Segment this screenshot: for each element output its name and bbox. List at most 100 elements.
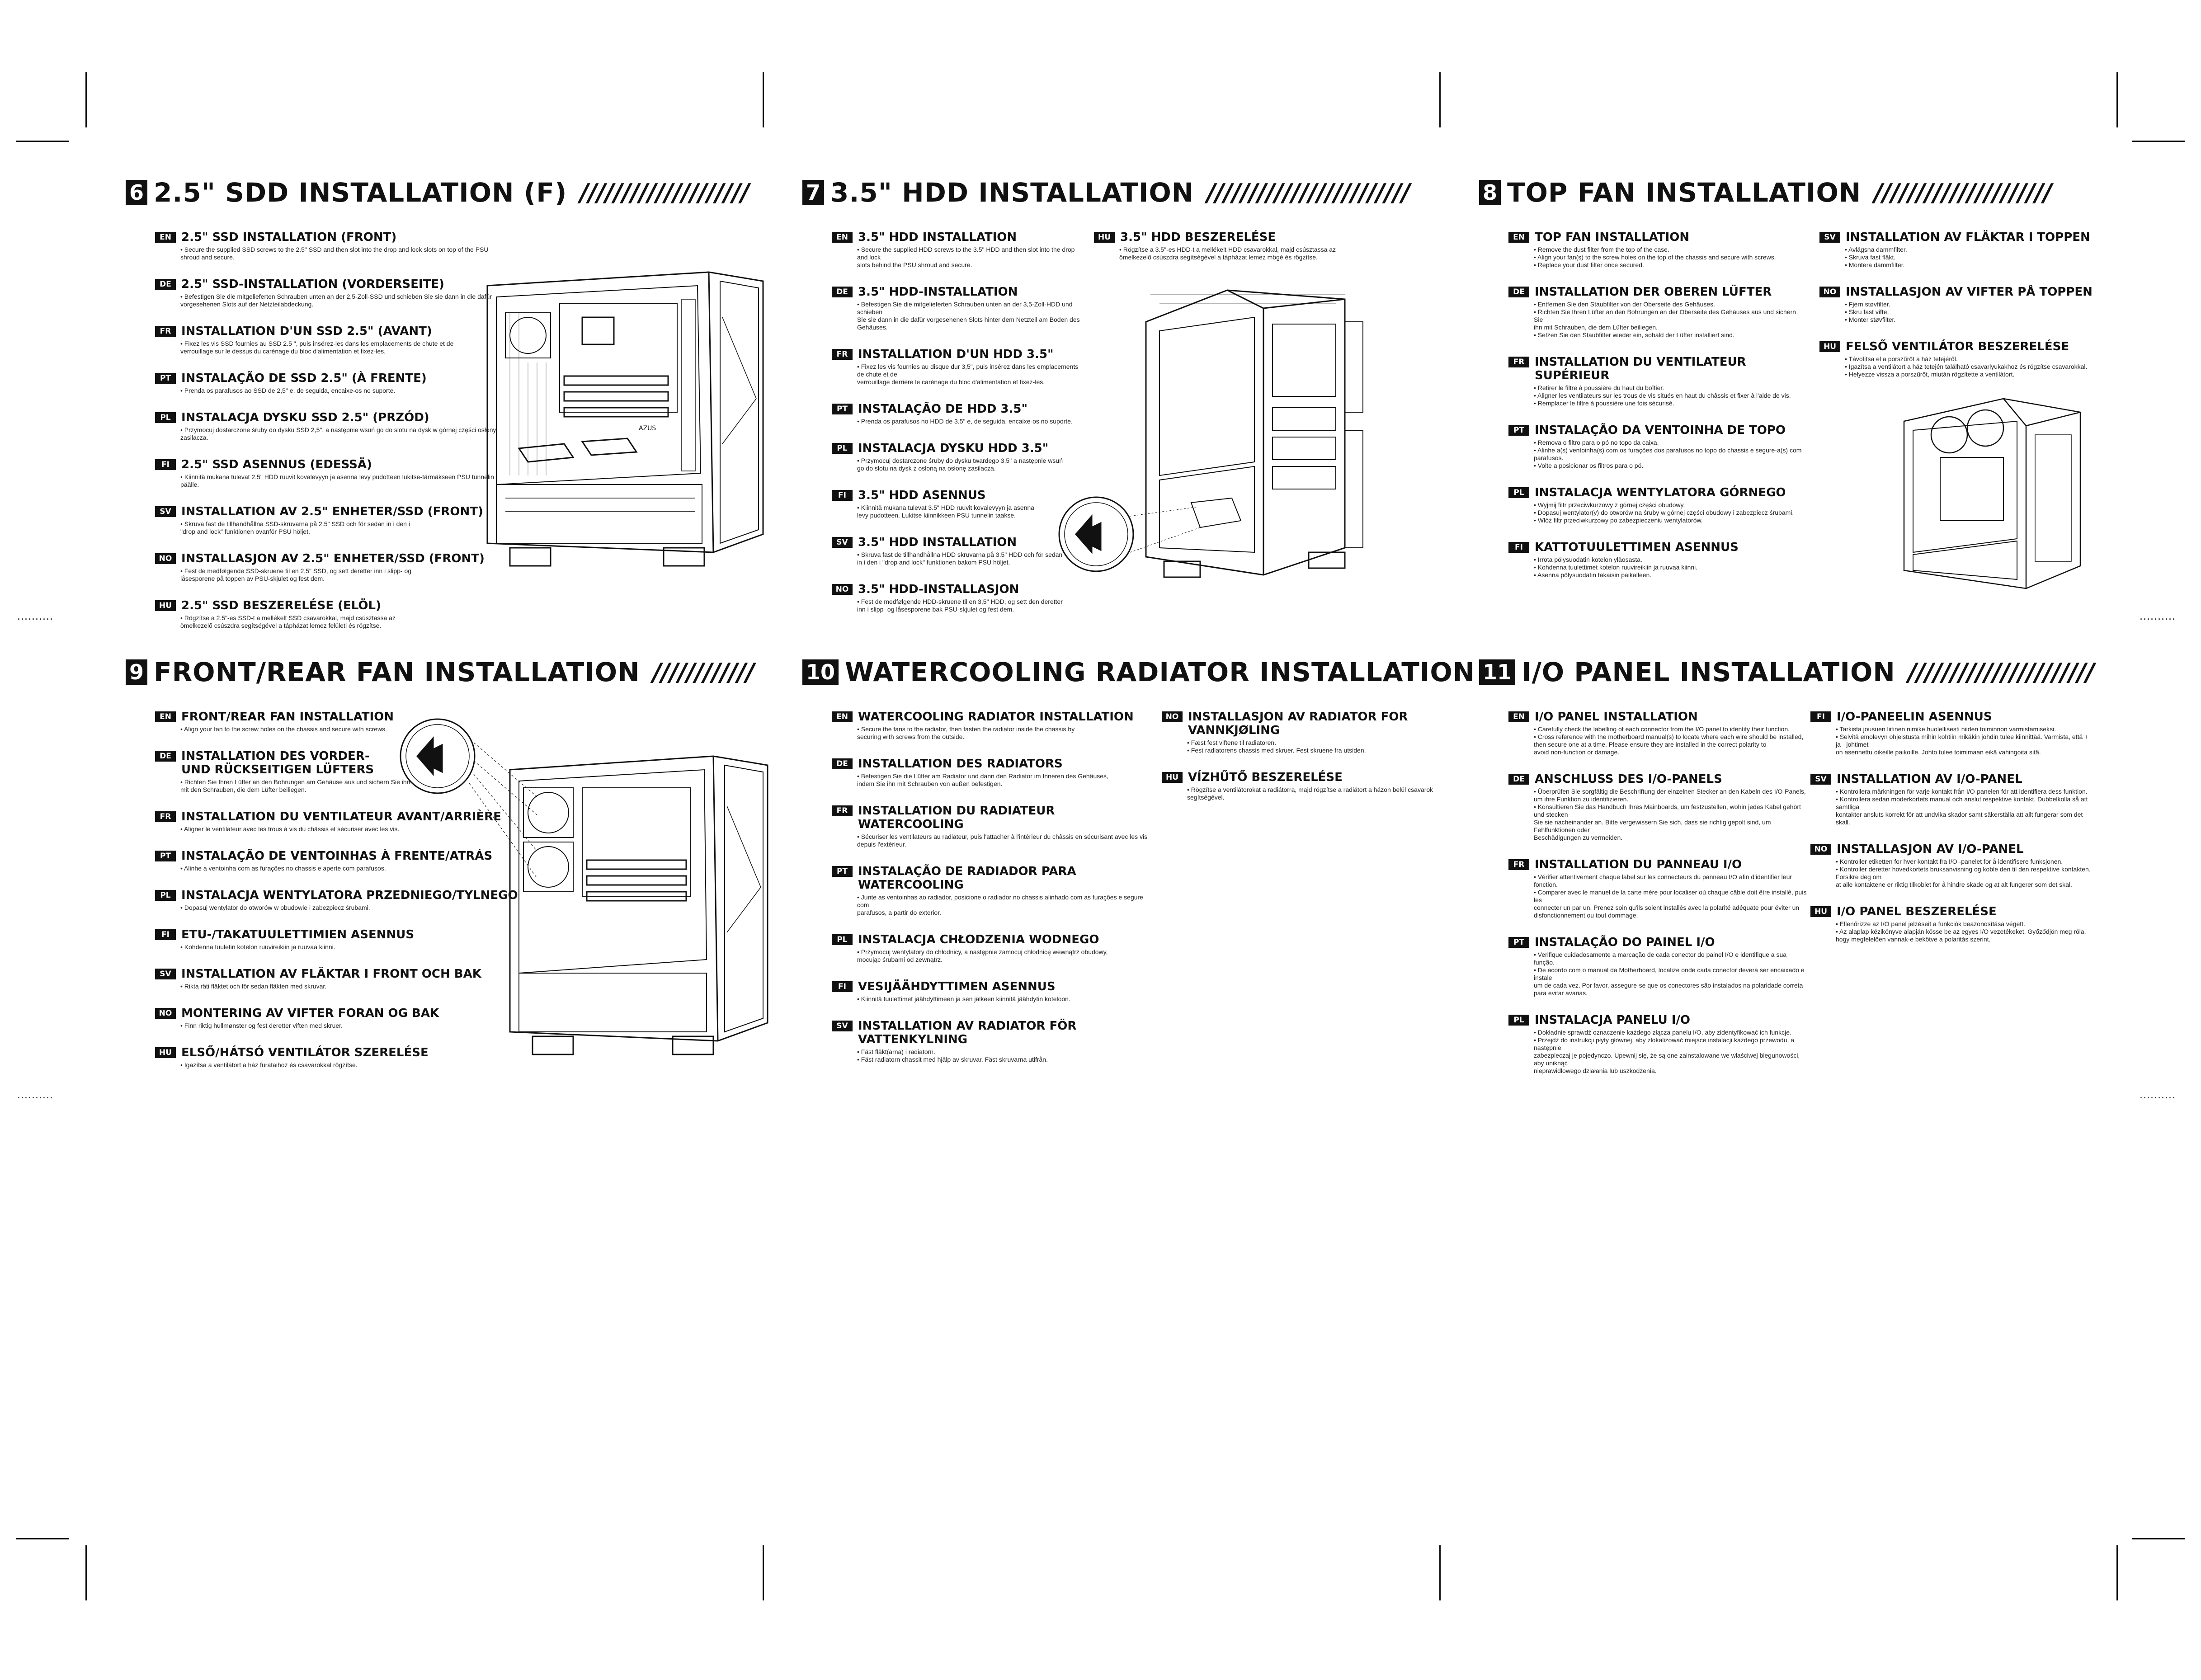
language-code-badge: PL (155, 890, 176, 901)
section-title: 10 WATERCOOLING RADIATOR INSTALLATION // (802, 657, 1505, 687)
language-code-badge: HU (1162, 772, 1183, 783)
language-code-badge: FR (832, 805, 853, 816)
instruction-line: • Junte as ventoinhas ao radiador, posic… (857, 894, 1143, 908)
language-block-fr: FR INSTALLATION DU RADIATEUR WATERCOOLING… (832, 804, 1148, 848)
language-code-badge: HU (155, 1047, 176, 1058)
language-title: INSTALLATION DER OBEREN LÜFTER (1535, 285, 1772, 299)
instruction-line: • Richten Sie Ihren Lüfter an den Bohrun… (180, 778, 410, 786)
crop-mark (85, 1545, 87, 1600)
instruction-text: • Vérifier attentivement chaque label su… (1534, 873, 1807, 919)
instruction-line: • Verifique cuidadosamente a marcação de… (1534, 951, 1787, 966)
instruction-line: • Irrota pölysuodatin kotelon yläosasta. (1534, 556, 1642, 563)
instruction-line: on asennettu oikeille paikoille. Johto t… (1836, 748, 2041, 756)
instruction-text: • Remova o filtro para o pó no topo da c… (1534, 439, 1807, 470)
language-title: 3.5" HDD ASENNUS (858, 489, 986, 502)
instruction-line: mocując śrubami od zewnątrz. (857, 956, 943, 963)
instruction-line: go do slotu na dysk z osłoną na osłonę z… (857, 465, 996, 472)
instruction-text: • Carefully check the labelling of each … (1534, 725, 1807, 756)
fold-mark: .......... (17, 1090, 53, 1101)
instruction-line: • Befestigen Sie die mitgelieferten Schr… (180, 293, 492, 300)
instruction-line: • Montera dammfilter. (1845, 261, 1905, 268)
language-code-badge: HU (1810, 906, 1831, 917)
instruction-line: • Skru fast vifte. (1845, 308, 1889, 315)
instruction-text: • Align your fan to the screw holes on t… (180, 725, 526, 733)
case-brand-label: AZUS (639, 425, 656, 432)
instruction-line: • Igazítsa a ventilátort a ház furataiho… (180, 1061, 358, 1068)
language-title: I/O PANEL INSTALLATION (1535, 710, 1698, 724)
instruction-text: • Avlägsna dammfilter.• Skruva fast fläk… (1845, 246, 2109, 269)
language-code-badge: EN (832, 711, 853, 722)
instruction-line: • Asenna pölysuodatin takaisin paikallee… (1534, 571, 1652, 579)
instruction-line: indem Sie ihn mit Schrauben von außen be… (857, 780, 1003, 787)
instruction-text: • Alinhe a ventoinha com as furações no … (180, 865, 526, 872)
instruction-text: • Retirer le filtre à poussière du haut … (1534, 384, 1807, 407)
language-title: INSTALLATION DU RADIATEUR WATERCOOLING (858, 804, 1055, 831)
instruction-line: låsesporene på toppen av PSU-skjulet og … (180, 575, 325, 582)
instruction-line: Sie sie nacheinander an. Bitte vergewiss… (1534, 819, 1771, 833)
language-code-badge: HU (155, 600, 176, 611)
section-hatch: ///////////////////// (1874, 178, 2052, 207)
instruction-line: Sie sie dann in die dafür vorgesehenen S… (857, 316, 1080, 331)
instruction-text: • Rikta räti fläktet och för sedan fläkt… (180, 983, 526, 990)
instruction-line: • Kohdenna tuuletin kotelon ruuvireikiin… (180, 943, 335, 951)
language-title: INSTALLASJON AV 2.5" ENHETER/SSD (FRONT) (181, 552, 485, 565)
language-code-badge: SV (155, 506, 176, 517)
instruction-line: • Kohdenna tuulettimet kotelon ruuvireik… (1534, 564, 1698, 571)
language-code-badge: DE (1508, 774, 1529, 785)
language-title: INSTALLATION DES VORDER- UND RÜCKSEITIGE… (181, 749, 374, 776)
section-title: 9 FRONT/REAR FAN INSTALLATION //////////… (126, 657, 754, 687)
instruction-line: • Volte a posicionar os filtros para o p… (1534, 462, 1644, 469)
section-number: 11 (1479, 659, 1516, 685)
instruction-line: • Helyezze vissza a porszűrőt, miután rö… (1845, 371, 2015, 378)
instruction-text: • Aligner le ventilateur avec les trous … (180, 825, 526, 833)
section-heading: 3.5" HDD INSTALLATION (830, 177, 1194, 208)
crop-mark (85, 72, 87, 127)
language-code-badge: NO (1810, 844, 1831, 855)
instruction-text: • Fixez les vis SSD fournies au SSD 2.5 … (180, 340, 508, 355)
instruction-line: • Carefully check the labelling of each … (1534, 725, 1790, 733)
pc-case-top-fan-illustration (1903, 398, 2081, 589)
instruction-line: • Skruva fast de tillhandhållna HDD skru… (857, 551, 1063, 558)
crop-mark (16, 141, 69, 142)
instruction-line: • Remova o filtro para o pó no topo da c… (1534, 439, 1659, 446)
instruction-line: • Prenda os parafusos no HDD de 3.5" e, … (857, 418, 1073, 425)
instruction-line: • Dopasuj wentylator do otworów w obudow… (180, 904, 370, 911)
instruction-line: • Skruva fast fläkt. (1845, 254, 1896, 261)
instruction-text: • Secure the supplied HDD screws to the … (857, 246, 1085, 269)
instruction-text: • Secure the fans to the radiator, then … (857, 725, 1148, 741)
instruction-line: • Az alaplap kézikönyve alapján kösse be… (1836, 928, 2086, 935)
language-title: INSTALAÇÃO DA VENTOINHA DE TOPO (1535, 424, 1786, 437)
instruction-line: • Avlägsna dammfilter. (1845, 246, 1907, 253)
language-code-badge: FI (1810, 711, 1831, 722)
fold-mark: .......... (17, 611, 53, 622)
language-code-badge: HU (1094, 232, 1115, 243)
instruction-line: in i den i "drop and lock" funktionen ba… (857, 559, 1010, 566)
language-code-badge: PL (1508, 1015, 1529, 1026)
